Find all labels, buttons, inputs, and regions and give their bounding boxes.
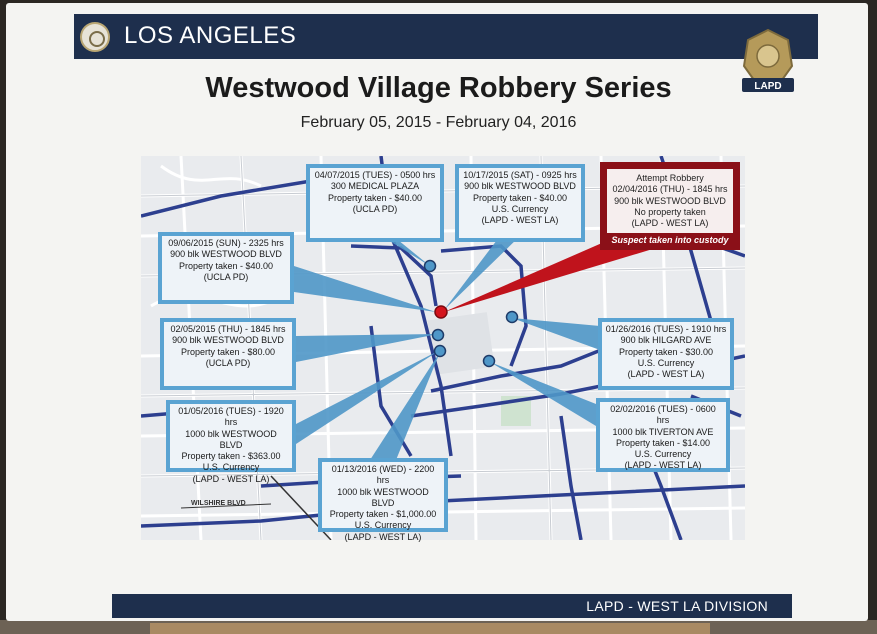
callout-line: (LAPD - WEST LA) (627, 369, 705, 379)
callout-0113: 01/13/2016 (WED) - 2200 hrs 1000 blk WES… (318, 458, 448, 542)
callout-line: (UCLA PD) (352, 203, 398, 214)
floor-wood (150, 623, 710, 634)
wedge-attempt (444, 236, 656, 312)
callout-line: (UCLA PD) (205, 357, 251, 368)
incident-marker (431, 328, 445, 342)
callout-0407: 04/07/2015 (TUES) - 0500 hrs 300 MEDICAL… (306, 164, 444, 242)
callout-line: (LAPD - WEST LA) (624, 460, 702, 471)
callout-line: 900 blk WESTWOOD BLVD (172, 335, 284, 346)
poster-title: Westwood Village Robbery Series (205, 72, 672, 104)
callout-line: U.S. Currency (202, 462, 260, 473)
callout-1017: 10/17/2015 (SAT) - 0925 hrs 900 blk WEST… (455, 164, 585, 242)
callout-line: 1000 blk WESTWOOD BLVD (185, 428, 277, 450)
wedge-0105 (296, 350, 440, 444)
callout-attempt: Attempt Robbery 02/04/2016 (THU) - 1845 … (600, 162, 740, 250)
header-title: LOS ANGELES (124, 22, 297, 49)
callout-line: Property taken - $40.00 (472, 192, 568, 203)
incident-marker (505, 310, 519, 324)
callout-line: 1000 blk WESTWOOD BLVD (337, 486, 429, 508)
wedge-0205 (296, 334, 438, 362)
footer-banner: LAPD - WEST LA DIVISION (112, 594, 792, 618)
callout-line: 01/13/2016 (WED) - 2200 hrs (331, 464, 435, 486)
callout-line: 01/05/2016 (TUES) - 1920 hrs (178, 406, 284, 428)
callout-0105: 01/05/2016 (TUES) - 1920 hrs 1000 blk WE… (166, 400, 296, 484)
callout-line: U.S. Currency (491, 203, 549, 214)
callout-line: U.S. Currency (634, 449, 692, 459)
wedge-1017 (444, 236, 520, 310)
callout-line: No property taken (634, 206, 706, 217)
poster-subtitle: February 05, 2015 - February 04, 2016 (300, 114, 577, 131)
callout-line: Property taken - $40.00 (327, 192, 423, 203)
callout-line: 900 blk WESTWOOD BLVD (170, 249, 282, 260)
callout-line: 02/05/2015 (THU) - 1845 hrs (170, 324, 286, 334)
wedge-0407 (388, 240, 430, 266)
custody-note: Suspect taken into custody (611, 235, 729, 246)
callout-line: Property taken - $80.00 (180, 346, 276, 357)
callout-line: (LAPD - WEST LA) (344, 531, 422, 542)
callout-line: Property taken - $363.00 (181, 451, 281, 461)
callout-line: U.S. Currency (354, 520, 412, 531)
incident-marker (482, 354, 496, 368)
header-banner (74, 14, 818, 59)
callout-line: Property taken - $30.00 (618, 346, 714, 357)
callout-line: (LAPD - WEST LA) (481, 215, 559, 225)
road-label-wilshire: WILSHIRE BLVD (191, 500, 246, 507)
wedge-0906 (294, 266, 436, 312)
callout-line: Property taken - $40.00 (178, 260, 274, 271)
wedge-0202 (490, 362, 596, 426)
callout-line: 900 blk WESTWOOD BLVD (464, 181, 576, 192)
callout-line: 300 MEDICAL PLAZA (330, 181, 420, 192)
city-seal-icon (80, 22, 110, 52)
callout-line: U.S. Currency (637, 357, 695, 368)
wedge-0126 (512, 318, 600, 350)
callout-0126: 01/26/2016 (TUES) - 1910 hrs 900 blk HIL… (598, 318, 734, 390)
callout-line: 900 blk WESTWOOD BLVD (614, 195, 726, 206)
wedge-0113 (370, 352, 440, 460)
callout-line: (UCLA PD) (203, 271, 249, 282)
callout-line: 01/26/2016 (TUES) - 1910 hrs (605, 324, 727, 334)
callout-line: 04/07/2015 (TUES) - 0500 hrs (314, 170, 436, 180)
callout-0202: 02/02/2016 (TUES) - 0600 hrs 1000 blk TI… (596, 398, 730, 472)
callout-line: Attempt Robbery (636, 173, 704, 183)
attempt-marker (434, 305, 448, 319)
incident-marker (423, 259, 437, 273)
callout-line: 09/06/2015 (SUN) - 2325 hrs (168, 238, 284, 248)
lapd-badge-icon: LAPD (742, 28, 794, 92)
callout-line: 900 blk HILGARD AVE (620, 335, 712, 346)
footer-text: LAPD - WEST LA DIVISION (586, 598, 768, 614)
callout-0906: 09/06/2015 (SUN) - 2325 hrs 900 blk WEST… (158, 232, 294, 304)
callout-line: Property taken - $14.00 (615, 437, 711, 448)
callout-line: (LAPD - WEST LA) (192, 473, 270, 484)
callout-line: 02/04/2016 (THU) - 1845 hrs (612, 184, 728, 195)
badge-text: LAPD (754, 81, 781, 92)
callout-line: Property taken - $1,000.00 (329, 509, 437, 519)
callout-line: (LAPD - WEST LA) (631, 218, 709, 228)
callout-line: 1000 blk TIVERTON AVE (612, 426, 714, 437)
callout-line: 10/17/2015 (SAT) - 0925 hrs (463, 170, 577, 180)
incident-marker (433, 344, 447, 358)
callout-0205: 02/05/2015 (THU) - 1845 hrs 900 blk WEST… (160, 318, 296, 390)
attempt-body: Attempt Robbery 02/04/2016 (THU) - 1845 … (607, 169, 733, 234)
callout-line: 02/02/2016 (TUES) - 0600 hrs (610, 404, 716, 426)
